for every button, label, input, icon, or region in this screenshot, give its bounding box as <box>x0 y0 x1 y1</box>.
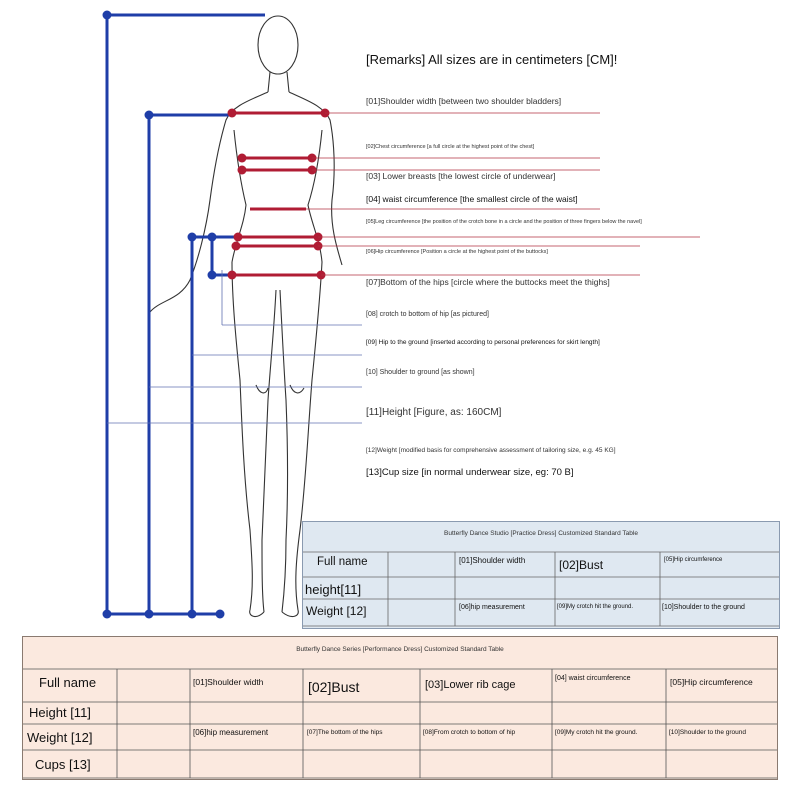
note-02: [02]Chest circumference [a full circle a… <box>366 144 535 150</box>
performance-crotch-ground: [09]My crotch hit the ground. <box>555 729 638 736</box>
practice-table-title: Butterfly Dance Studio [Practice Dress] … <box>444 530 638 537</box>
performance-hips-bottom: [07]The bottom of the hips <box>307 729 383 736</box>
practice-dress-table: Butterfly Dance Studio [Practice Dress] … <box>302 521 780 629</box>
note-04: [04] waist circumference [the smallest c… <box>366 194 578 204</box>
performance-weight: Weight [12] <box>27 730 93 745</box>
note-09: [09] Hip to the ground [inserted accordi… <box>366 339 600 346</box>
measurement-dots <box>227 108 330 280</box>
measurement-extensions <box>306 112 700 276</box>
practice-shoulder: [01]Shoulder width <box>459 556 526 565</box>
note-05: [05]Leg circumference [the position of t… <box>366 219 642 225</box>
note-06: [06]Hip circumference [Position a circle… <box>366 249 548 255</box>
leader-lines <box>107 270 362 424</box>
practice-shoulder-ground: [10]Shoulder to the ground <box>662 604 745 611</box>
performance-full-name: Full name <box>39 675 97 690</box>
practice-bust: [02]Bust <box>559 558 604 572</box>
performance-hip-circ: [05]Hip circumference <box>670 677 753 687</box>
performance-height: Height [11] <box>29 705 91 720</box>
note-03: [03] Lower breasts [the lowest circle of… <box>366 171 556 181</box>
note-10: [10] Shoulder to ground [as shown] <box>366 369 475 376</box>
remarks-text: [Remarks] All sizes are in centimeters [… <box>366 52 618 67</box>
height-guide-lines <box>105 13 265 616</box>
practice-table-grid <box>303 551 779 627</box>
guide-endpoints <box>102 10 225 619</box>
body-figure <box>149 15 343 618</box>
performance-table-title: Butterfly Dance Series [Performance Dres… <box>296 646 504 653</box>
note-11: [11]Height [Figure, as: 160CM] <box>366 407 502 418</box>
practice-hip-meas: [06]hip measurement <box>459 604 525 611</box>
practice-full-name: Full name <box>317 556 368 568</box>
performance-waist: [04] waist circumference <box>555 675 631 682</box>
note-12: [12]Weight [modified basis for comprehen… <box>366 447 616 454</box>
practice-height: height[11] <box>305 582 362 597</box>
note-07: [07]Bottom of the hips [circle where the… <box>366 277 610 287</box>
note-08: [08] crotch to bottom of hip [as picture… <box>366 311 489 318</box>
measurement-lines <box>232 111 325 277</box>
note-01: [01]Shoulder width [between two shoulder… <box>366 96 562 106</box>
performance-lower-rib: [03]Lower rib cage <box>425 679 516 691</box>
performance-cups: Cups [13] <box>35 757 91 772</box>
performance-dress-table: Butterfly Dance Series [Performance Dres… <box>22 636 778 780</box>
practice-crotch-ground: [09]My crotch hit the ground. <box>557 604 634 610</box>
performance-table-grid <box>23 668 777 779</box>
practice-hip-circ: [05]Hip circumference <box>664 557 723 563</box>
performance-shoulder: [01]Shoulder width <box>193 677 264 687</box>
note-13: [13]Cup size [in normal underwear size, … <box>366 467 574 478</box>
performance-crotch-hip: [08]From crotch to bottom of hip <box>423 729 516 736</box>
performance-bust: [02]Bust <box>308 679 360 695</box>
performance-shoulder-ground: [10]Shoulder to the ground <box>669 729 746 736</box>
performance-hip-meas: [06]hip measurement <box>193 728 269 737</box>
practice-weight: Weight [12] <box>306 604 367 618</box>
